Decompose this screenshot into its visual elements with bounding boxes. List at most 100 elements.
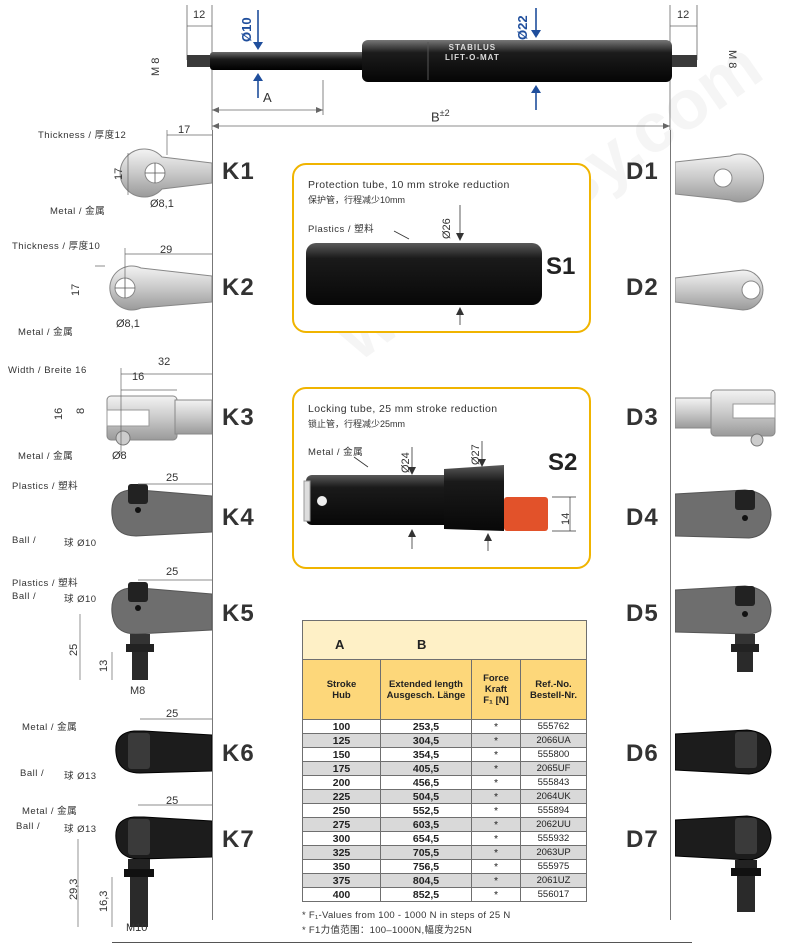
footnote-2: * F1力值范围：100–1000N,幅度为25N (302, 925, 473, 936)
gas-spring-drawing (186, 5, 698, 130)
s1-subtitle: 保护管，行程减少10mm (308, 195, 406, 205)
cell-ref: 555800 (520, 747, 587, 762)
dim-a-label: A (263, 90, 272, 105)
cell-force: * (471, 845, 521, 860)
s2-material-label: Metal / 金属 (308, 447, 364, 458)
k5-ball-socket-drawing (79, 579, 212, 680)
k7-material-label: Metal / 金属 (22, 806, 78, 817)
k6-dim-25: 25 (166, 708, 179, 720)
table-top-header: A B (302, 620, 587, 659)
s2-title: Locking tube, 25 mm stroke reduction (308, 403, 498, 415)
k3-dim-16-horizontal: 16 (132, 371, 145, 383)
cell-length: 705,5 (380, 845, 472, 860)
k1-thickness-label: Thickness / 厚度12 (38, 130, 127, 141)
tube-diameter-label: Ø22 (515, 15, 530, 40)
k5-dim-25-vertical: 25 (68, 643, 80, 656)
cell-length: 354,5 (380, 747, 472, 762)
cell-force: * (471, 719, 521, 734)
cell-ref: 555762 (520, 719, 587, 734)
k1-dim-width: 17 (178, 124, 191, 136)
s1-panel: Protection tube, 10 mm stroke reduction … (292, 163, 591, 333)
k7-dim-25: 25 (166, 795, 179, 807)
cell-length: 603,5 (380, 817, 472, 832)
k3-dim-16-vertical: 16 (53, 407, 65, 420)
cell-stroke: 325 (302, 845, 381, 860)
s1-protection-tube-image (306, 205, 542, 325)
cell-length: 405,5 (380, 761, 472, 776)
d7-label: D7 (626, 826, 659, 853)
d3-label: D3 (626, 404, 659, 431)
k4-ball-socket-drawing (111, 483, 212, 537)
k6-material-label: Metal / 金属 (22, 722, 78, 733)
cell-force: * (471, 859, 521, 874)
cell-force: * (471, 887, 521, 902)
cell-ref: 2065UF (520, 761, 587, 776)
k5-ball-diameter: 球 Ø10 (64, 594, 97, 605)
s1-label: S1 (546, 253, 576, 280)
table-col-a: A (335, 637, 345, 652)
k3-material-label: Metal / 金属 (18, 451, 74, 462)
k3-width-label: Width / Breite 16 (8, 365, 87, 376)
cell-ref: 555932 (520, 831, 587, 846)
k4-ball-label: Ball / (12, 535, 37, 546)
k6-ball-diameter: 球 Ø13 (64, 771, 97, 782)
k2-dim-width: 29 (160, 244, 173, 256)
d4-label: D4 (626, 504, 659, 531)
d5-label: D5 (626, 600, 659, 627)
k1-dim-height: 17 (113, 167, 125, 180)
cell-force: * (471, 747, 521, 762)
k2-dim-height: 17 (70, 283, 82, 296)
cell-ref: 2063UP (520, 845, 587, 860)
cell-length: 304,5 (380, 733, 472, 748)
cell-force: * (471, 817, 521, 832)
thread-left-label: M 8 (150, 57, 162, 76)
cell-stroke: 225 (302, 789, 381, 804)
k3-dim-32: 32 (158, 356, 171, 368)
bottom-rule (112, 942, 692, 943)
cell-stroke: 100 (302, 719, 381, 734)
k7-dim-29-3: 29,3 (68, 878, 80, 900)
cell-force: * (471, 775, 521, 790)
k7-ball-label: Ball / (16, 821, 41, 832)
k2-material-label: Metal / 金属 (18, 327, 74, 338)
cell-stroke: 200 (302, 775, 381, 790)
cell-length: 504,5 (380, 789, 472, 804)
cell-ref: 555975 (520, 859, 587, 874)
cell-force: * (471, 831, 521, 846)
dim-left-12: 12 (193, 9, 206, 21)
k6-ball-label: Ball / (20, 768, 45, 779)
k5-dim-25: 25 (166, 566, 179, 578)
cell-stroke: 300 (302, 831, 381, 846)
k7-thread: M10 (126, 922, 148, 934)
cell-stroke: 125 (302, 733, 381, 748)
s1-title: Protection tube, 10 mm stroke reduction (308, 179, 510, 191)
rod-diameter-label: Ø10 (239, 17, 254, 42)
cell-length: 552,5 (380, 803, 472, 818)
s2-locking-tube-image (303, 441, 576, 551)
k5-label: K5 (222, 600, 255, 627)
k5-ball-label: Ball / (12, 591, 37, 602)
cell-stroke: 375 (302, 873, 381, 888)
cell-force: * (471, 803, 521, 818)
k1-eye-drawing (119, 130, 212, 198)
d-end-fittings-drawing (675, 153, 776, 912)
cell-ref: 2064UK (520, 789, 587, 804)
cell-force: * (471, 873, 521, 888)
k2-label: K2 (222, 274, 255, 301)
dim-right-12: 12 (677, 9, 690, 21)
k5-thread: M8 (130, 685, 146, 697)
